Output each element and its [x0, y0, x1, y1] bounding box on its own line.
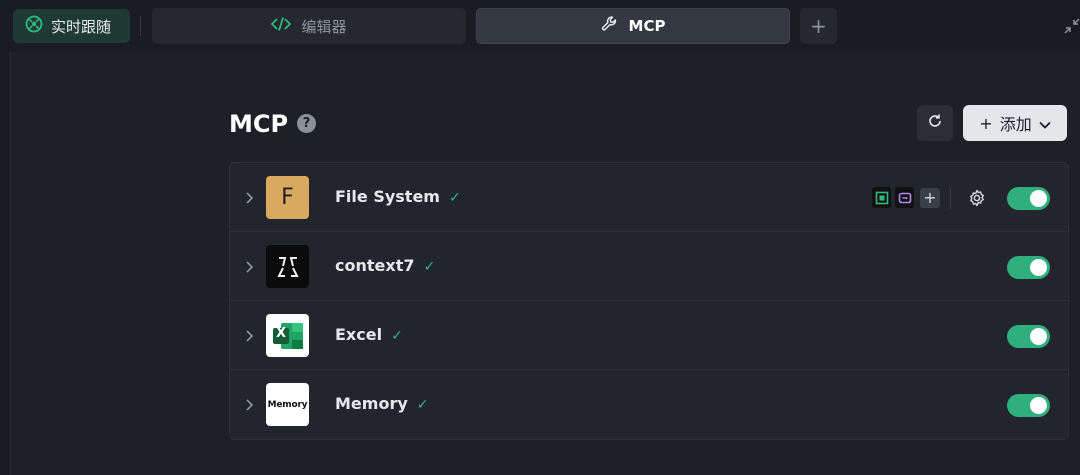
check-icon: ✓ — [423, 259, 436, 275]
tab-editor[interactable]: 编辑器 — [152, 8, 466, 44]
check-icon: ✓ — [391, 328, 403, 344]
plus-icon: + — [810, 14, 827, 38]
help-icon[interactable]: ? — [297, 114, 316, 133]
memory-logo-text: Memory — [267, 399, 308, 410]
top-bar: 实时跟随 编辑器 MCP + — [0, 0, 1080, 52]
server-name: Excel ✓ — [335, 325, 403, 344]
client-badges: + — [872, 186, 940, 209]
refresh-button[interactable] — [917, 105, 953, 141]
toggle-knob — [1030, 328, 1047, 345]
enable-toggle[interactable] — [1007, 187, 1050, 210]
excel-logo-text: X — [276, 326, 287, 341]
refresh-icon — [927, 113, 943, 133]
enable-toggle[interactable] — [1007, 256, 1050, 279]
live-follow-button[interactable]: 实时跟随 — [13, 9, 130, 43]
toggle-knob — [1030, 259, 1047, 276]
add-client-button[interactable]: + — [920, 187, 940, 208]
memory-logo: Memory — [266, 383, 309, 426]
file-system-logo: F — [266, 176, 309, 219]
chevron-right-icon[interactable] — [244, 190, 256, 204]
check-icon: ✓ — [416, 397, 429, 413]
divider — [140, 16, 141, 36]
server-name: context7 ✓ — [335, 256, 435, 275]
divider — [950, 187, 951, 209]
claude-client-icon — [895, 187, 914, 208]
add-server-label: 添加 — [999, 115, 1032, 134]
chevron-right-icon[interactable] — [244, 328, 256, 342]
toggle-knob — [1030, 397, 1047, 414]
plus-icon: + — [979, 113, 993, 133]
tab-mcp-label: MCP — [628, 17, 666, 35]
gear-icon[interactable] — [968, 189, 986, 207]
mcp-server-list: F File System ✓ + — [229, 162, 1069, 440]
server-row-memory[interactable]: Memory Memory ✓ — [230, 370, 1068, 439]
code-icon — [271, 16, 292, 36]
collapse-icon[interactable] — [1064, 18, 1080, 34]
page-title: MCP — [229, 110, 289, 138]
enable-toggle[interactable] — [1007, 394, 1050, 417]
add-tab-button[interactable]: + — [800, 8, 837, 44]
chevron-right-icon[interactable] — [244, 397, 256, 411]
server-name-text: Excel — [335, 325, 383, 344]
toggle-knob — [1030, 190, 1047, 207]
tab-editor-label: 编辑器 — [301, 17, 347, 36]
chevron-right-icon[interactable] — [244, 259, 256, 273]
server-name-text: File System — [335, 187, 440, 206]
tab-mcp[interactable]: MCP — [476, 8, 790, 44]
follow-icon — [25, 15, 43, 37]
context7-logo — [266, 245, 309, 288]
server-row-context7[interactable]: context7 ✓ — [230, 232, 1068, 301]
chevron-down-icon — [1039, 114, 1051, 133]
server-name-text: context7 — [335, 256, 415, 275]
server-name: Memory ✓ — [335, 394, 429, 413]
cursor-client-icon — [872, 187, 891, 208]
check-icon: ✓ — [448, 190, 461, 206]
add-server-button[interactable]: + 添加 — [963, 105, 1067, 141]
live-follow-label: 实时跟随 — [51, 17, 112, 36]
server-row-excel[interactable]: X Excel ✓ — [230, 301, 1068, 370]
server-row-file-system[interactable]: F File System ✓ + — [230, 163, 1068, 232]
excel-logo: X — [266, 314, 309, 357]
server-name-text: Memory — [335, 394, 408, 413]
file-system-logo-text: F — [281, 185, 294, 210]
server-name: File System ✓ — [335, 187, 461, 206]
enable-toggle[interactable] — [1007, 325, 1050, 348]
wrench-icon — [601, 15, 619, 37]
main-panel: MCP ? + 添加 F File System ✓ — [10, 52, 1080, 475]
